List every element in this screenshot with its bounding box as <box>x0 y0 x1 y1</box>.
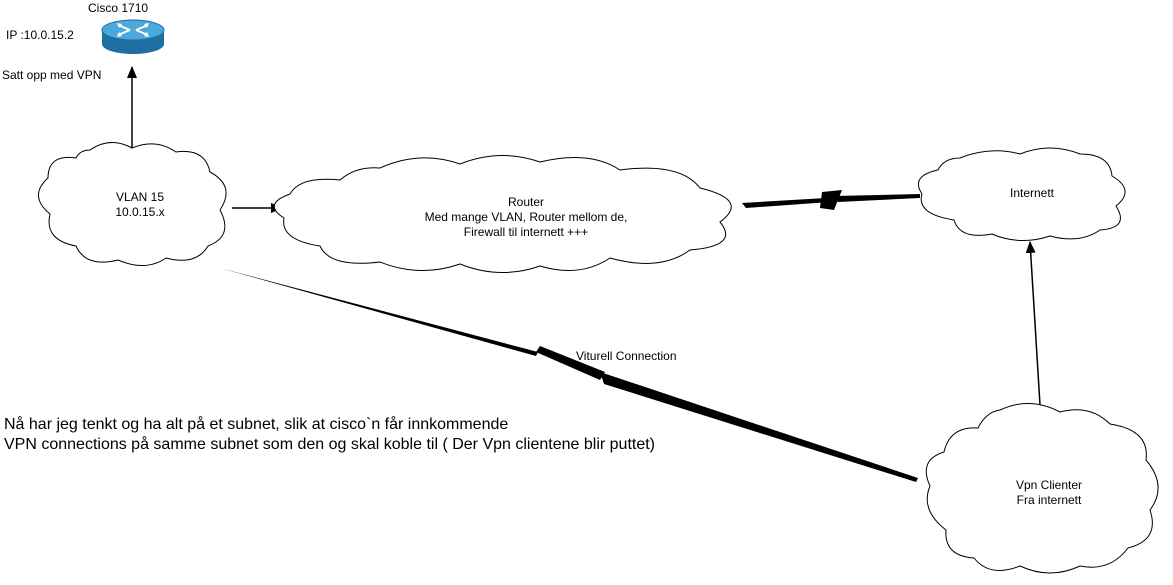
vpn-clients-subtitle: Fra internett <box>1017 493 1082 507</box>
internet-label: Internett <box>1010 186 1055 200</box>
router-note: Satt opp med VPN <box>2 68 101 82</box>
explanation-line-1: Nå har jeg tenkt og ha alt på et subnet,… <box>4 415 508 433</box>
router-ip: IP :10.0.15.2 <box>6 28 74 42</box>
router-cloud-title: Router <box>508 195 544 209</box>
vlan-subnet: 10.0.15.x <box>115 205 164 219</box>
router-cloud-desc-2: Firewall til internett +++ <box>464 225 588 239</box>
router-name: Cisco 1710 <box>88 1 148 15</box>
vpn-to-internet-arrow <box>1025 241 1041 406</box>
explanation-line-2: VPN connections på samme subnet som den … <box>4 435 655 453</box>
router-cloud <box>274 155 732 273</box>
router-cloud-desc-1: Med mange VLAN, Router mellom de, <box>425 210 628 224</box>
router-icon <box>101 19 165 54</box>
internet-cloud <box>918 147 1126 241</box>
router-to-internet-link <box>742 190 920 210</box>
virtual-connection-link <box>220 268 918 482</box>
vlan-name: VLAN 15 <box>116 190 164 204</box>
vpn-clients-title: Vpn Clienter <box>1016 478 1082 492</box>
vlan-cloud <box>38 142 227 266</box>
vpn-clients-cloud <box>925 402 1159 574</box>
virtual-connection-label: Viturell Connection <box>576 349 677 363</box>
